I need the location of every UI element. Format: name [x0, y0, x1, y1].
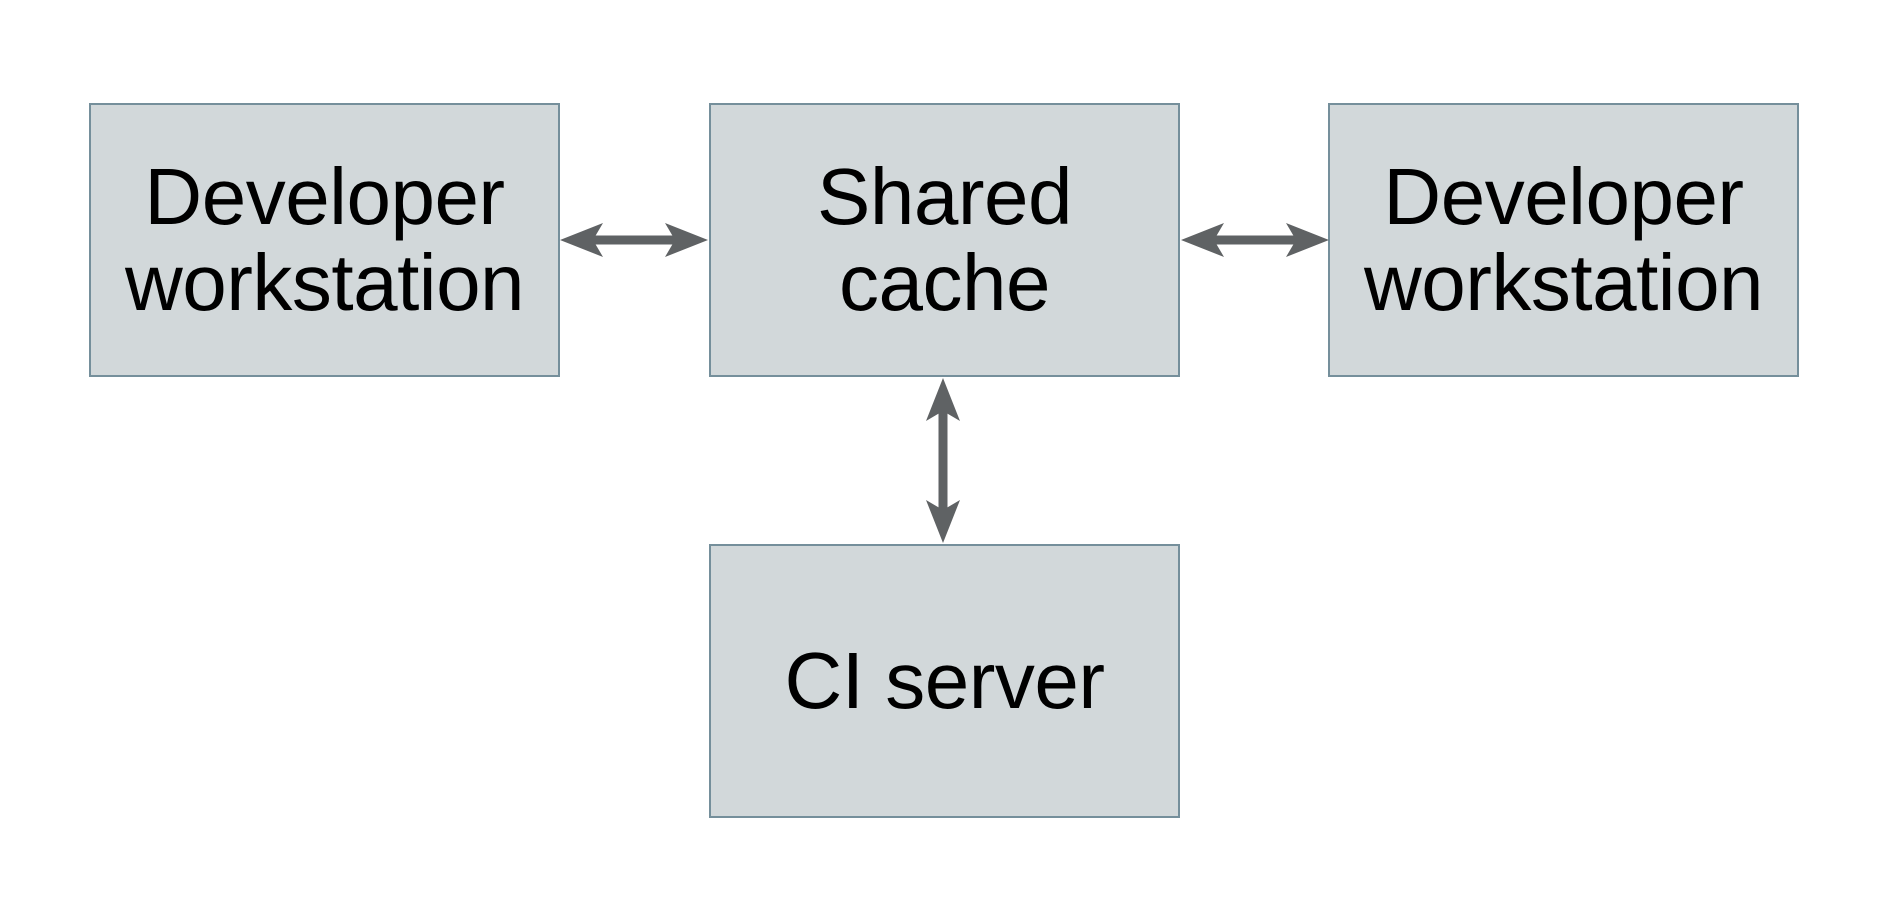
node-shared-cache: Shared cache — [709, 103, 1180, 377]
node-label-ci-server: CI server — [784, 635, 1106, 725]
node-label-developer-workstation-right: Developer workstation — [1363, 151, 1764, 327]
node-developer-workstation-right: Developer workstation — [1328, 103, 1799, 377]
bidirectional-arrow-cache-workstation-right-icon — [1181, 223, 1329, 257]
node-ci-server: CI server — [709, 544, 1180, 818]
bidirectional-arrow-workstation-left-cache-icon — [560, 223, 708, 257]
node-developer-workstation-left: Developer workstation — [89, 103, 560, 377]
node-label-shared-cache: Shared cache — [817, 151, 1072, 327]
bidirectional-arrow-cache-ci-server-icon — [926, 378, 960, 543]
node-label-developer-workstation-left: Developer workstation — [124, 151, 525, 327]
